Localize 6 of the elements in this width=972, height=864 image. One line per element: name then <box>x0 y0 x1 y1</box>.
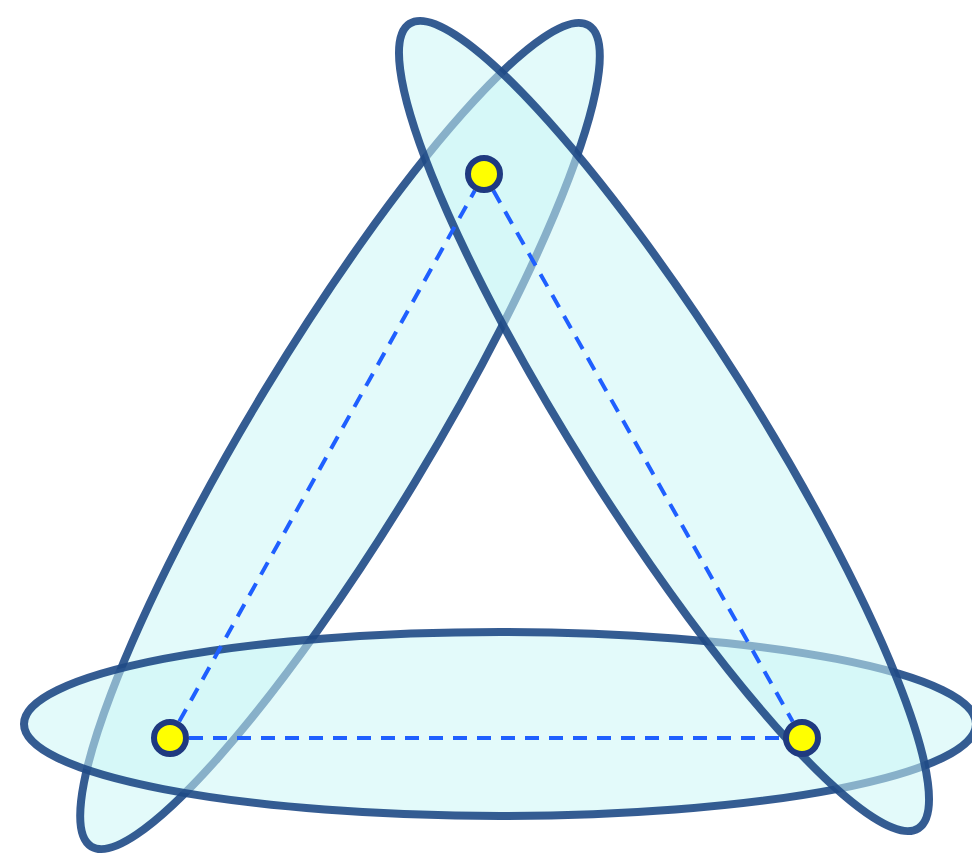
vertex-dot <box>783 719 821 757</box>
vertex-dot <box>465 155 503 193</box>
dashed-line <box>177 189 477 723</box>
vertex-dot <box>151 719 189 757</box>
dashed-line <box>189 736 783 740</box>
dashed-line <box>491 189 795 723</box>
